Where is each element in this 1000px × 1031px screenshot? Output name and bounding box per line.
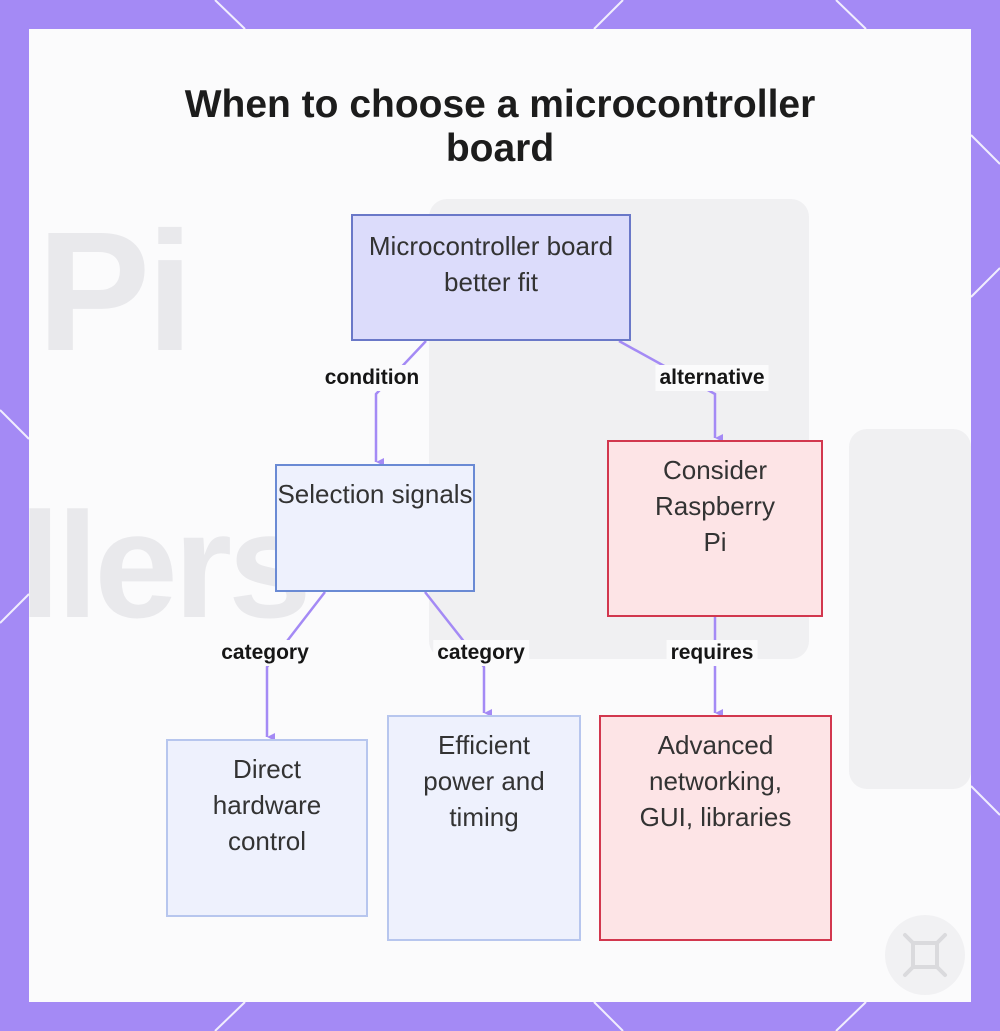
node-label: Microcontroller board better fit bbox=[368, 231, 614, 297]
node-label: Advanced networking, GUI, libraries bbox=[639, 730, 792, 832]
node-consider-raspberry-pi: Consider Raspberry Pi bbox=[607, 440, 823, 617]
edge-selection-efficient bbox=[424, 591, 492, 717]
edge-label-alternative: alternative bbox=[655, 365, 769, 391]
node-efficient-power-timing: Efficient power and timing bbox=[387, 715, 581, 941]
node-label: Efficient power and timing bbox=[423, 730, 545, 832]
edge-label-category: category bbox=[433, 640, 529, 666]
background-watermark-text: llers bbox=[29, 481, 312, 649]
node-advanced-networking: Advanced networking, GUI, libraries bbox=[599, 715, 832, 941]
node-selection-signals: Selection signals bbox=[275, 464, 475, 592]
background-panel bbox=[849, 429, 971, 789]
edge-label-requires: requires bbox=[666, 640, 758, 666]
edge-label-category: category bbox=[217, 640, 313, 666]
edge-root-selection bbox=[374, 340, 427, 466]
edge-root-raspberry bbox=[618, 339, 723, 442]
node-label: Consider Raspberry Pi bbox=[655, 455, 775, 557]
edge-selection-direct bbox=[265, 591, 326, 741]
edge-label-condition: condition bbox=[320, 365, 424, 391]
network-logo-icon bbox=[885, 915, 965, 995]
node-label: Direct hardware control bbox=[212, 754, 322, 856]
diagram-card: Pi llers When to choose a microcontrolle… bbox=[29, 29, 971, 1002]
background-watermark-text: Pi bbox=[37, 197, 194, 387]
node-microcontroller-board: Microcontroller board better fit bbox=[351, 214, 631, 341]
node-direct-hardware-control: Direct hardware control bbox=[166, 739, 368, 917]
node-label: Selection signals bbox=[277, 479, 473, 509]
page-title: When to choose a microcontroller board bbox=[184, 83, 816, 170]
